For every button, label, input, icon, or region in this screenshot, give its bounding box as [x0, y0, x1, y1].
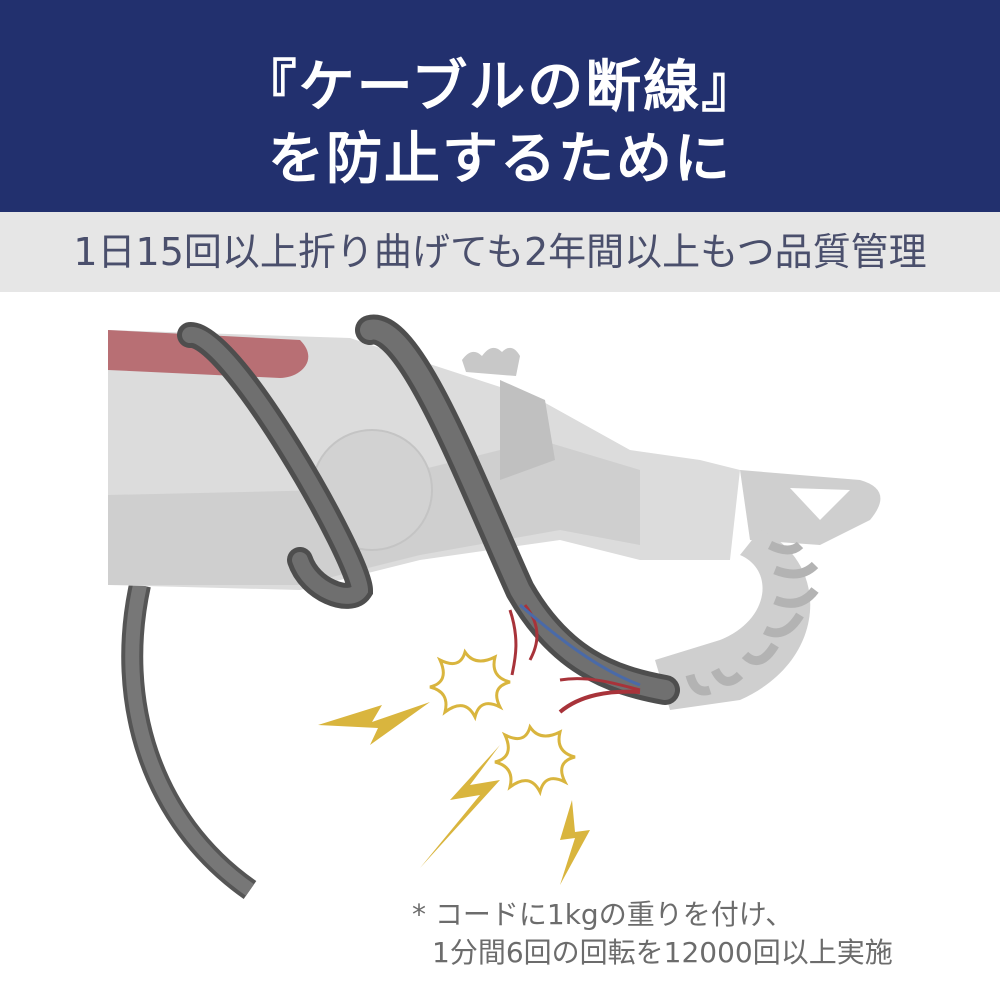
strain-relief — [655, 530, 811, 710]
header-banner: 『ケーブルの断線』 を防止するために — [0, 0, 1000, 212]
wrapped-cable — [177, 314, 680, 705]
spark-bursts — [429, 648, 576, 797]
footnote-line1: * コードに1kgの重りを付け、 — [412, 898, 794, 931]
exposed-wires — [508, 603, 641, 714]
headline-line2: を防止するために — [268, 127, 732, 192]
lightning-bolts — [318, 702, 590, 885]
footnote-line2: 1分間6回の回転を12000回以上実施 — [432, 936, 893, 969]
subtitle: 1日15回以上折り曲げても2年間以上もつ品質管理 — [0, 212, 1000, 292]
headline-line1: 『ケーブルの断線』 — [240, 55, 760, 120]
hair-iron-cable-illustration — [108, 314, 881, 900]
footnote: * コードに1kgの重りを付け、 1分間6回の回転を12000回以上実施 — [412, 896, 893, 972]
